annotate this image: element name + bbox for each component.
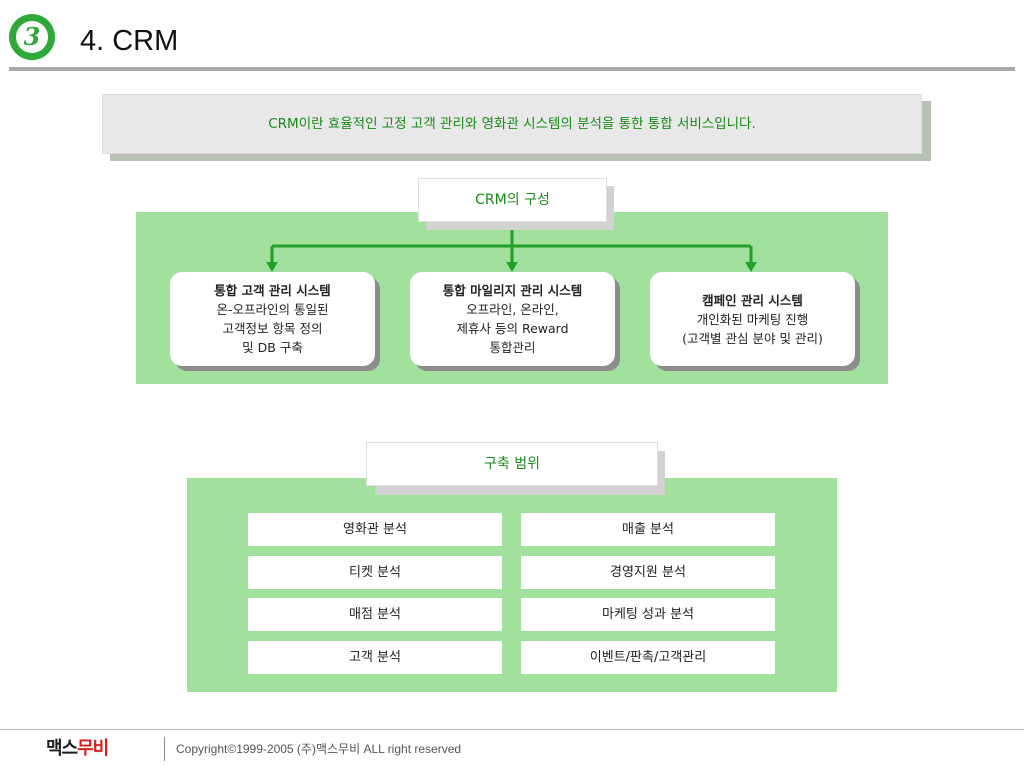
card-line: (고객별 관심 분야 및 관리) — [682, 330, 823, 346]
card-title: 통합 고객 관리 시스템 — [214, 283, 331, 298]
scope-heading: 구축 범위 — [367, 443, 657, 485]
section-number-badge: 3 — [9, 14, 55, 60]
card-customer-management: 통합 고객 관리 시스템 온-오프라인의 통일된 고객정보 항목 정의 및 DB… — [170, 272, 375, 366]
scope-item: 경영지원 분석 — [521, 556, 775, 589]
logo-text-part1: 맥스 — [46, 738, 78, 759]
logo-text-part2: 무비 — [77, 738, 109, 759]
definition-text: CRM이란 효율적인 고정 고객 관리와 영화관 시스템의 분석을 통한 통합 … — [268, 116, 756, 132]
scope-item: 매출 분석 — [521, 513, 775, 546]
definition-banner: CRM이란 효율적인 고정 고객 관리와 영화관 시스템의 분석을 통한 통합 … — [102, 94, 922, 154]
card-title: 캠페인 관리 시스템 — [702, 292, 803, 308]
scope-item: 영화관 분석 — [248, 513, 502, 546]
copyright-text: Copyright©1999-2005 (주)맥스무비 ALL right re… — [176, 742, 462, 756]
company-logo: 맥스무비 — [46, 736, 109, 762]
arrow-right-icon — [745, 262, 757, 272]
card-line: 개인화된 마케팅 진행 — [696, 311, 809, 327]
footer-separator — [164, 737, 165, 761]
header-divider — [9, 67, 1015, 71]
card-line: 고객정보 항목 정의 — [222, 321, 323, 336]
arrow-left-icon — [266, 262, 278, 272]
card-mileage-management: 통합 마일리지 관리 시스템 오프라인, 온라인, 제휴사 등의 Reward … — [410, 272, 615, 366]
composition-heading: CRM의 구성 — [419, 179, 606, 221]
page-title: 4. CRM — [80, 25, 179, 57]
card-line: 및 DB 구축 — [242, 340, 303, 355]
scope-item: 마케팅 성과 분석 — [521, 598, 775, 631]
footer-divider — [0, 729, 1024, 730]
card-title: 통합 마일리지 관리 시스템 — [442, 283, 583, 298]
card-line: 온-오프라인의 통일된 — [216, 302, 329, 317]
arrowheads — [266, 262, 757, 272]
card-campaign-management: 캠페인 관리 시스템 개인화된 마케팅 진행 (고객별 관심 분야 및 관리) — [650, 272, 855, 366]
card-line: 통합관리 — [489, 340, 536, 355]
card-line: 오프라인, 온라인, — [466, 302, 559, 317]
scope-item: 이벤트/판촉/고객관리 — [521, 641, 775, 674]
arrow-center-icon — [506, 262, 518, 272]
card-line: 제휴사 등의 Reward — [456, 321, 569, 336]
scope-item: 고객 분석 — [248, 641, 502, 674]
scope-item: 매점 분석 — [248, 598, 502, 631]
section-number: 3 — [16, 21, 48, 53]
scope-item: 티켓 분석 — [248, 556, 502, 589]
